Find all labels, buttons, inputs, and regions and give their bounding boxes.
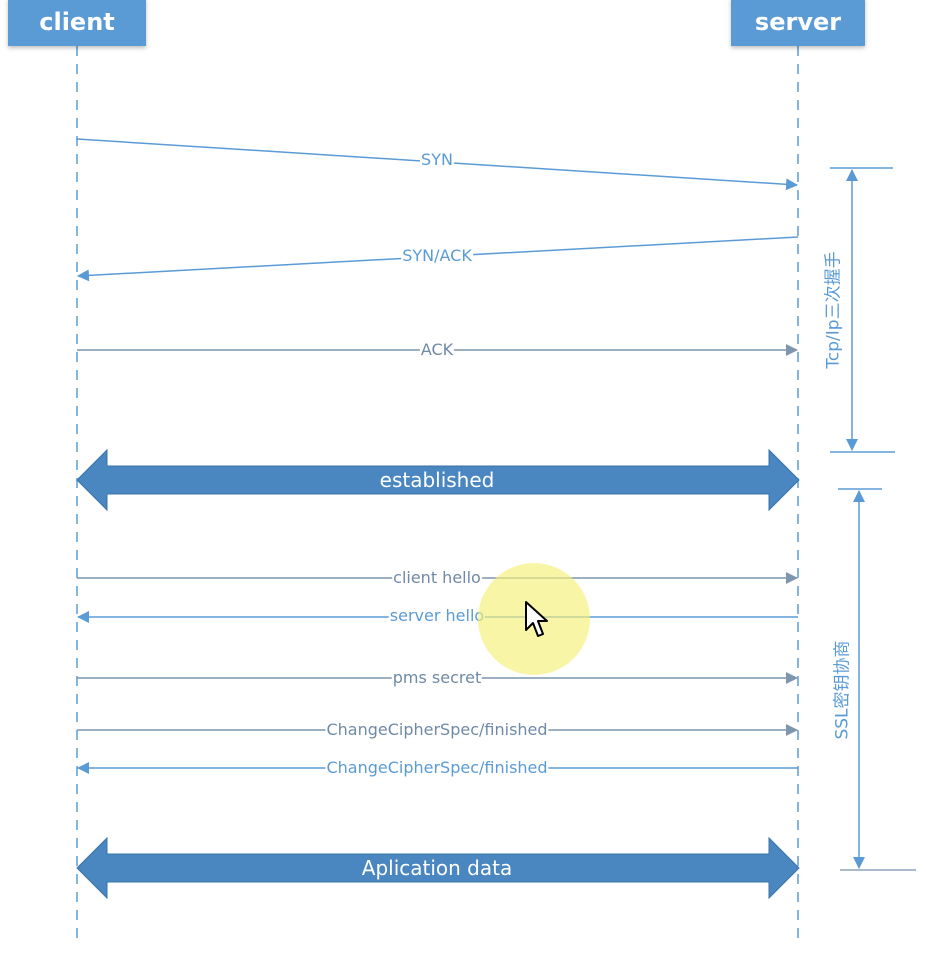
server-hello-label: server hello	[388, 606, 486, 625]
ccs-client-label: ChangeCipherSpec/finished	[325, 720, 549, 739]
app-data-label: Aplication data	[361, 856, 513, 880]
client-label: client	[39, 8, 115, 36]
app-data-band	[76, 836, 800, 900]
pms-secret-label: pms secret	[391, 668, 483, 687]
tcp-span-label: Tcp/Ip三次握手	[823, 251, 844, 369]
syn-ack-label: SYN/ACK	[401, 246, 473, 265]
client-hello-label: client hello	[392, 568, 482, 587]
server-participant: server	[731, 0, 865, 46]
established-band	[76, 448, 800, 512]
mouse-pointer-icon	[525, 601, 548, 637]
ssl-span-label: SSL密钥协商	[832, 640, 853, 740]
ack-label: ACK	[419, 340, 455, 359]
client-participant: client	[8, 0, 146, 46]
syn-label: SYN	[420, 150, 454, 169]
established-label: established	[379, 468, 495, 492]
server-label: server	[754, 8, 842, 36]
ccs-server-label: ChangeCipherSpec/finished	[325, 758, 549, 777]
